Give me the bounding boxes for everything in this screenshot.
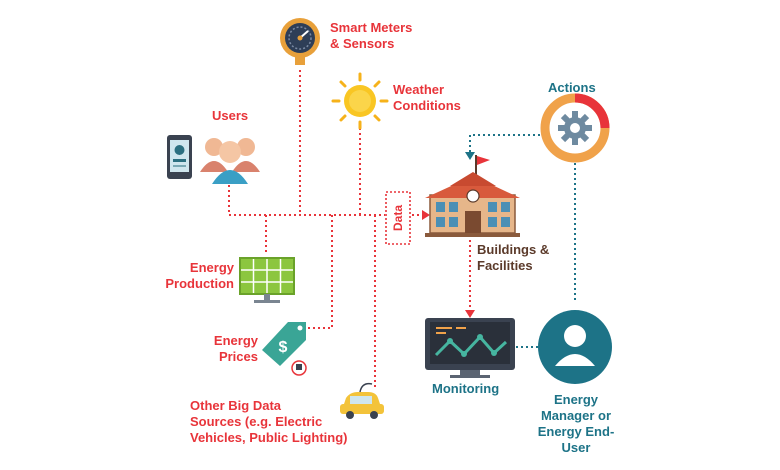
electric-car-icon <box>340 382 384 419</box>
users-label: Users <box>212 108 249 123</box>
smart-meters-label: Smart Meters & Sensors <box>330 20 413 51</box>
sun-icon <box>331 72 389 130</box>
users-group-icon <box>200 138 260 184</box>
user-avatar-icon <box>538 310 612 384</box>
building-icon <box>425 155 520 237</box>
data-box <box>385 191 411 245</box>
arrow-to-building-actions <box>465 152 475 160</box>
energy-production-label: Energy Production <box>165 260 234 291</box>
weather-label: Weather Conditions <box>393 82 461 113</box>
flow-actions-to-building <box>469 134 540 152</box>
actions-label: Actions <box>548 80 596 95</box>
gear-cycle-icon <box>540 93 610 163</box>
monitoring-label: Monitoring <box>432 381 500 396</box>
arrow-to-monitoring <box>465 310 475 318</box>
data-flow-lines <box>228 70 471 388</box>
action-flow-lines <box>469 134 576 348</box>
price-tag-icon: $ <box>262 322 307 376</box>
meter-gauge-icon <box>280 18 320 65</box>
arrow-to-building <box>422 210 430 220</box>
flow-users <box>228 185 385 216</box>
svg-text:$: $ <box>279 339 288 356</box>
smartphone-icon <box>167 135 192 179</box>
solar-panel-icon <box>239 257 295 303</box>
data-label: Data <box>391 205 405 232</box>
monitor-chart-icon <box>425 318 515 378</box>
buildings-label: Buildings & Facilities <box>477 242 550 273</box>
flow-energy-prices <box>308 215 333 329</box>
energy-manager-label: Energy Manager or Energy End- User <box>537 392 615 455</box>
energy-prices-label: Energy Prices <box>213 333 258 364</box>
other-sources-label: Other Big Data Sources (e.g. Electric Ve… <box>190 398 348 445</box>
